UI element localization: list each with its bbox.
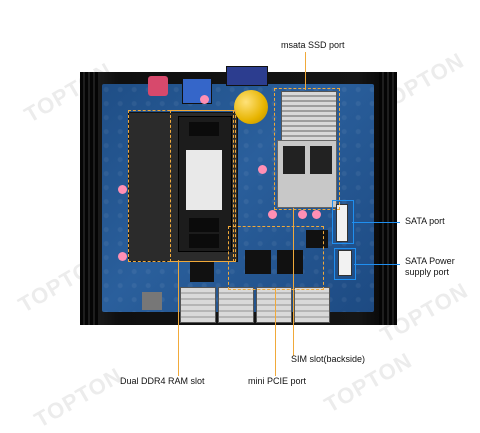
- sim-socket: [283, 146, 305, 174]
- io-port: [142, 292, 162, 310]
- chip: [277, 250, 303, 274]
- lan-port-1: [180, 287, 216, 323]
- chip: [190, 262, 214, 282]
- msata-callout-line: [305, 52, 306, 90]
- heat-fins-right: [379, 72, 397, 325]
- product-photo: TOPTON TOPTON TOPTON TOPTON TOPTON TOPTO…: [14, 40, 472, 433]
- capacitor: [312, 210, 321, 219]
- ram-chip: [189, 122, 219, 136]
- ram-outline-2: [170, 110, 236, 262]
- lan-port-4: [294, 287, 330, 323]
- ram-label: Dual DDR4 RAM slot: [120, 376, 205, 386]
- cmos-battery: [234, 90, 268, 124]
- lan-port-3: [256, 287, 292, 323]
- capacitor: [200, 95, 209, 104]
- pcie-label: mini PCIE port: [248, 376, 307, 386]
- msata-heatsink: [281, 91, 337, 141]
- msata-outline: [274, 88, 340, 210]
- lan-port-2: [218, 287, 254, 323]
- sata-callout-line-h: [352, 222, 400, 223]
- capacitor: [118, 185, 127, 194]
- sata-power-callout-line-h: [354, 264, 400, 265]
- sata-connector: [336, 204, 348, 242]
- capacitor: [298, 210, 307, 219]
- pcie-outline: [228, 226, 324, 290]
- audio-port: [148, 76, 168, 96]
- capacitor: [258, 165, 267, 174]
- sata-power-label: SATA Power supply port: [405, 256, 455, 277]
- ram-chip: [189, 234, 219, 248]
- capacitor: [268, 210, 277, 219]
- capacitor: [118, 252, 127, 261]
- pcie-callout-line: [275, 288, 276, 376]
- sata-power-outline: [334, 248, 356, 280]
- sata-outline: [332, 200, 354, 244]
- sata-port-label: SATA port: [405, 216, 445, 226]
- chip: [306, 230, 328, 248]
- chip: [245, 250, 271, 274]
- vga-port: [226, 66, 268, 86]
- watermark-6: TOPTON: [29, 362, 127, 433]
- msata-label: msata SSD port: [281, 40, 345, 50]
- ram-chip: [189, 218, 219, 232]
- sim-socket: [310, 146, 332, 174]
- sim-slot-label: SIM slot(backside): [291, 354, 366, 364]
- sata-power-connector: [338, 250, 352, 276]
- ram-callout-line: [178, 260, 179, 376]
- ram-sticker: [186, 150, 222, 210]
- heat-fins-left: [80, 72, 98, 325]
- sim-callout-line-v: [293, 208, 294, 356]
